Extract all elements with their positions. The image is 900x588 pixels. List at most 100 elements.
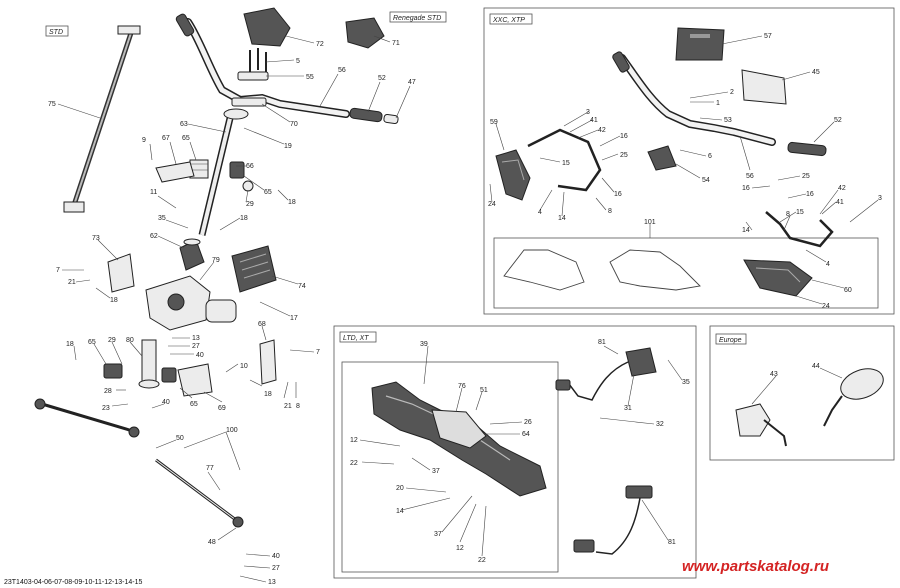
callout-52: 52 (378, 75, 386, 82)
callout-76: 76 (458, 383, 466, 390)
callout-73: 73 (92, 235, 100, 242)
callout-65: 65 (190, 401, 198, 408)
handlebar-cover-72 (243, 7, 291, 47)
pad-45 (741, 69, 787, 105)
callout-51: 51 (480, 387, 488, 394)
callout-62: 62 (150, 233, 158, 240)
callout-26: 26 (524, 419, 532, 426)
callout-69: 69 (218, 405, 226, 412)
frame-europe (709, 325, 895, 461)
callout-7: 7 (316, 349, 320, 356)
callout-79: 79 (212, 257, 220, 264)
callout-24: 24 (488, 201, 496, 208)
watermark: www.partskatalog.ru (682, 558, 829, 575)
callout-40: 40 (272, 553, 280, 560)
callout-29: 29 (246, 201, 254, 208)
callout-20: 20 (396, 485, 404, 492)
callout-12: 12 (456, 545, 464, 552)
callout-65: 65 (88, 339, 96, 346)
callout-52: 52 (834, 117, 842, 124)
callout-50: 50 (176, 435, 184, 442)
callout-47: 47 (408, 79, 416, 86)
callout-42: 42 (838, 185, 846, 192)
callout-21: 21 (68, 279, 76, 286)
callout-44: 44 (812, 363, 820, 370)
callout-15: 15 (562, 160, 570, 167)
frame-ltd-xt (333, 325, 697, 579)
bushing-65c (103, 363, 123, 379)
callout-14: 14 (742, 227, 750, 234)
callout-12: 12 (350, 437, 358, 444)
callout-4: 4 (538, 209, 542, 216)
tag-europe (715, 333, 747, 345)
callout-11: 11 (150, 189, 157, 196)
callout-27: 27 (192, 343, 200, 350)
cover-74 (231, 245, 277, 293)
handguard-frame-right (765, 211, 834, 248)
callout-27: 27 (272, 565, 280, 572)
label-std: STD (49, 29, 63, 36)
callout-14: 14 (558, 215, 566, 222)
callout-18: 18 (264, 391, 272, 398)
heated-grip-81b (573, 485, 653, 555)
label-ltd-xt: LTD, XT (343, 335, 369, 342)
grip-part (349, 107, 399, 125)
callout-8: 8 (296, 403, 300, 410)
callout-59: 59 (490, 119, 498, 126)
callout-17: 17 (290, 315, 298, 322)
heated-grip-81a (555, 347, 657, 401)
callout-15: 15 (796, 209, 804, 216)
drag-link (155, 458, 244, 528)
grip-52b (787, 141, 827, 157)
bracket-67 (155, 161, 195, 183)
callout-16: 16 (620, 133, 628, 140)
callout-35: 35 (682, 379, 690, 386)
callout-8: 8 (786, 211, 790, 218)
callout-2: 2 (730, 89, 734, 96)
callout-39: 39 (420, 341, 428, 348)
callout-81: 81 (598, 339, 606, 346)
callout-13: 13 (192, 335, 200, 342)
tag-ltd-xt (339, 331, 377, 343)
clamp-55 (231, 71, 269, 107)
callout-22: 22 (350, 460, 358, 467)
bracket-73 (107, 253, 135, 293)
bracket-68 (259, 339, 277, 385)
riser-54 (647, 145, 677, 171)
label-xxc-xtp: XXC, XTP (492, 17, 525, 24)
handguard-60 (743, 259, 813, 297)
callout-45: 45 (812, 69, 820, 76)
handguard-frame-left (527, 128, 602, 192)
boot-62 (179, 238, 205, 271)
callout-100: 100 (226, 427, 238, 434)
callout-54: 54 (702, 177, 710, 184)
pitman-arm-80 (138, 339, 160, 389)
callout-29: 29 (108, 337, 116, 344)
leader-lines (57, 35, 879, 583)
callout-56: 56 (746, 173, 754, 180)
tag-std (45, 25, 69, 37)
callout-57: 57 (764, 33, 772, 40)
callout-8: 8 (608, 208, 612, 215)
steering-gear-79 (145, 275, 237, 331)
tag-xxc-xtp (489, 13, 533, 25)
mirror-44 (823, 368, 884, 427)
callout-80: 80 (126, 337, 134, 344)
callout-40: 40 (162, 399, 170, 406)
callout-35: 35 (158, 215, 166, 222)
callout-19: 19 (284, 143, 292, 150)
callout-21: 21 (284, 403, 292, 410)
callout-65: 65 (264, 189, 272, 196)
callout-68: 68 (258, 321, 266, 328)
callout-24: 24 (822, 303, 830, 310)
callout-6: 6 (708, 153, 712, 160)
handguard-59 (495, 149, 531, 201)
clip-29a (242, 180, 254, 192)
callout-66: 66 (246, 163, 254, 170)
callout-1: 1 (716, 100, 720, 107)
callout-56: 56 (338, 67, 346, 74)
callout-16: 16 (806, 191, 814, 198)
kit-101-outlines (503, 249, 701, 291)
bushing-65a (229, 161, 245, 179)
